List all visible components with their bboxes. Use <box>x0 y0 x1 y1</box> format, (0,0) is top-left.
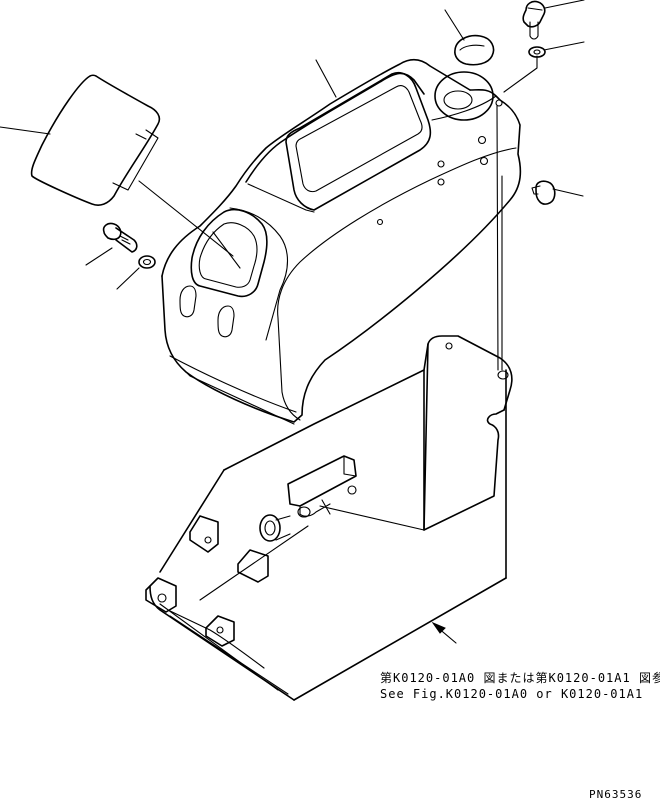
bolt <box>102 222 138 253</box>
armrest-pad <box>30 74 161 206</box>
reference-arrow <box>431 621 457 644</box>
console-base <box>145 335 513 701</box>
washer <box>138 255 156 269</box>
cap <box>454 34 495 66</box>
small-washer <box>528 46 546 58</box>
reference-note-jp: 第K0120-01A0 図または第K0120-01A1 図参照 <box>380 671 660 685</box>
leader-lines <box>0 0 585 371</box>
reference-note-en: See Fig.K0120-01A0 or K0120-01A1 <box>380 687 644 701</box>
small-bolt <box>522 0 546 40</box>
console-cover <box>161 58 522 425</box>
part-number: PN63536 <box>589 788 643 801</box>
plug <box>531 180 556 205</box>
